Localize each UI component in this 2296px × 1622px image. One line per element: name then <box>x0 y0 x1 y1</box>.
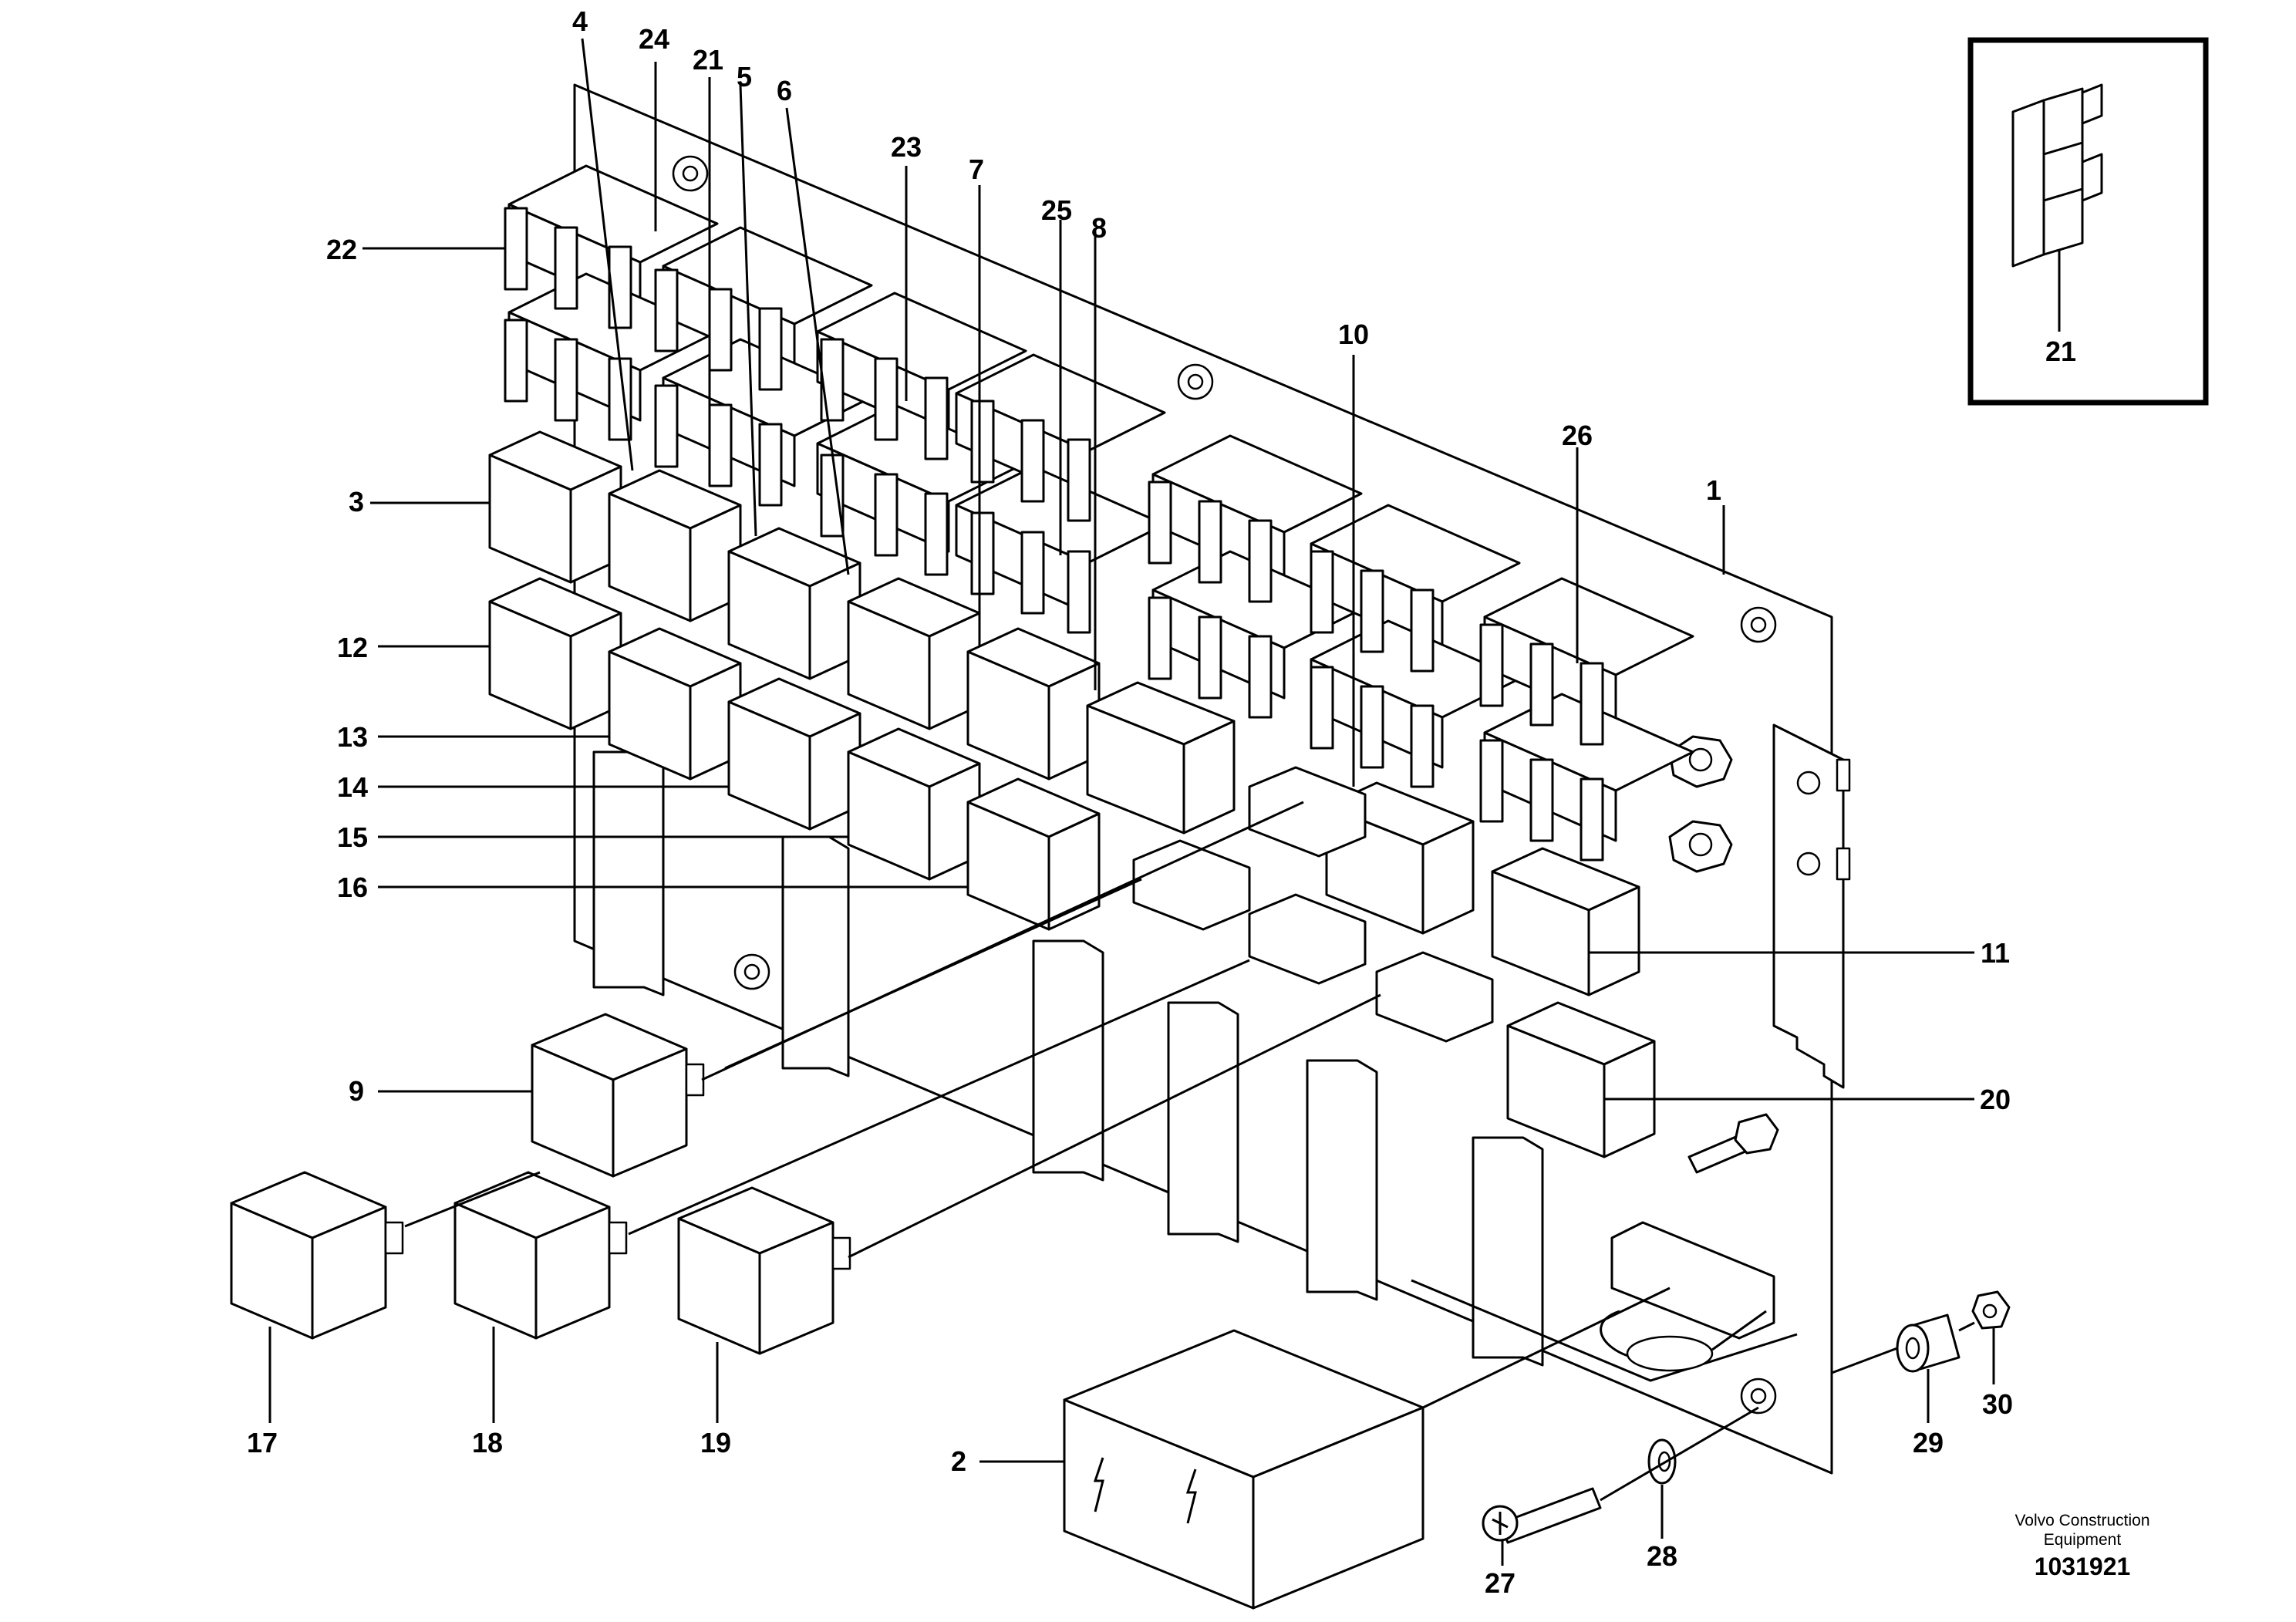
relay-11 <box>1491 847 1640 996</box>
screw-27 <box>1482 1487 1602 1544</box>
callout-18: 18 <box>472 1427 503 1458</box>
relay-18 <box>453 1171 628 1340</box>
relay-8 <box>1086 681 1236 835</box>
callout-17: 17 <box>247 1427 278 1458</box>
callout-14: 14 <box>337 771 368 803</box>
callout-1: 1 <box>1706 474 1721 506</box>
spacer-29 <box>1896 1313 1961 1373</box>
callout-4: 4 <box>572 5 588 37</box>
stud-nuts <box>1668 735 1733 873</box>
callout-2: 2 <box>951 1445 966 1477</box>
callout-11: 11 <box>1981 937 2010 969</box>
callout-5: 5 <box>737 61 752 93</box>
callout-28: 28 <box>1647 1540 1677 1572</box>
drawing-number: 1031921 <box>2035 1553 2131 1580</box>
callout-15: 15 <box>337 821 368 853</box>
callout-26: 26 <box>1562 420 1593 451</box>
cover-box <box>1063 1329 1424 1610</box>
callout-9: 9 <box>349 1075 364 1107</box>
inset-detail <box>1967 37 2209 406</box>
nut-30 <box>1971 1290 2011 1330</box>
callout-19: 19 <box>700 1427 731 1458</box>
side-bracket <box>1772 723 1851 1089</box>
callout-labels: 1 2 3 4 5 6 7 8 9 10 11 12 13 14 15 16 1… <box>247 5 2076 1599</box>
relay-19 <box>677 1186 851 1355</box>
callout-13: 13 <box>337 721 368 753</box>
callout-7: 7 <box>969 153 984 185</box>
title-block: Volvo Construction Equipment 1031921 <box>2014 1512 2149 1580</box>
small-sockets <box>1132 766 1494 1043</box>
relay-16 <box>966 777 1101 931</box>
callout-27: 27 <box>1485 1567 1515 1599</box>
relay-15 <box>847 727 981 881</box>
relay-9 <box>531 1013 705 1178</box>
bolt <box>1687 1113 1779 1174</box>
callout-20: 20 <box>1980 1084 2011 1115</box>
washer-28 <box>1647 1438 1677 1485</box>
diode-module <box>1411 1221 1798 1382</box>
callout-29: 29 <box>1913 1427 1944 1458</box>
callout-25: 25 <box>1041 194 1072 226</box>
callout-3: 3 <box>349 486 364 518</box>
callout-22: 22 <box>326 234 357 265</box>
callout-21-inset: 21 <box>2045 336 2076 367</box>
callout-24: 24 <box>639 23 669 55</box>
leader-lines <box>268 38 1995 1566</box>
callout-6: 6 <box>777 75 792 106</box>
callout-12: 12 <box>337 632 368 663</box>
relay-13 <box>608 627 742 781</box>
relay-sockets <box>592 750 1544 1367</box>
callout-8: 8 <box>1091 212 1107 244</box>
callout-16: 16 <box>337 872 368 903</box>
credit-line-2: Equipment <box>2044 1531 2122 1549</box>
callout-21: 21 <box>693 44 723 76</box>
credit-line-1: Volvo Construction <box>2014 1512 2149 1529</box>
loose-relays <box>230 1013 851 1355</box>
fuse-holder-block-right <box>1148 434 1694 862</box>
callout-10: 10 <box>1338 319 1369 350</box>
hardware <box>1482 1290 2011 1544</box>
relay-17 <box>230 1171 404 1340</box>
callout-23: 23 <box>891 131 922 163</box>
callout-30: 30 <box>1982 1388 2013 1420</box>
